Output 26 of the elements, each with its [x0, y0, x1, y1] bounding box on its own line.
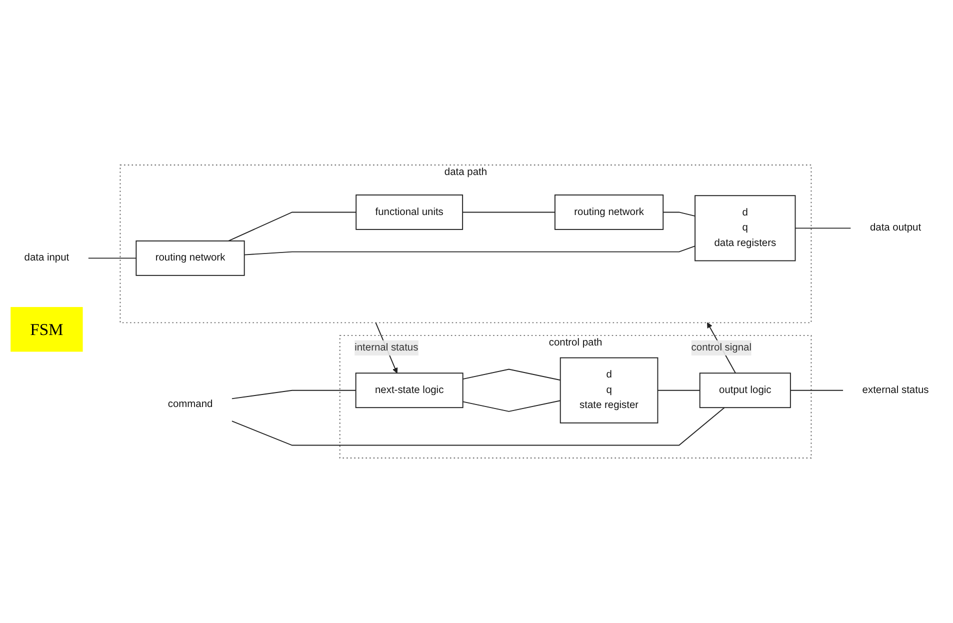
node-box: d q data registers	[694, 195, 796, 262]
node-box: routing network	[554, 194, 664, 230]
connector	[228, 212, 357, 242]
node-box: next-state logic	[355, 372, 464, 408]
connector	[794, 228, 852, 229]
connector	[790, 390, 844, 391]
connector	[462, 212, 556, 213]
edge-label: control signal	[691, 342, 752, 353]
edge-label: internal status	[354, 342, 418, 353]
connector	[662, 212, 696, 217]
connector	[231, 407, 725, 446]
node-box: d q state register	[560, 357, 658, 424]
connector	[231, 390, 356, 400]
node-text: external status	[862, 384, 929, 396]
node-box: functional units	[356, 194, 464, 230]
connector	[462, 368, 561, 381]
node-box: FSM	[10, 307, 83, 352]
connector	[244, 246, 696, 256]
node-text: data output	[870, 222, 922, 234]
connector	[462, 400, 561, 412]
node-box: output logic	[699, 372, 791, 408]
node-text: command	[168, 398, 213, 410]
node-text: data input	[24, 252, 70, 264]
node-box: routing network	[136, 240, 245, 276]
connector	[88, 258, 137, 259]
connector	[657, 390, 700, 391]
